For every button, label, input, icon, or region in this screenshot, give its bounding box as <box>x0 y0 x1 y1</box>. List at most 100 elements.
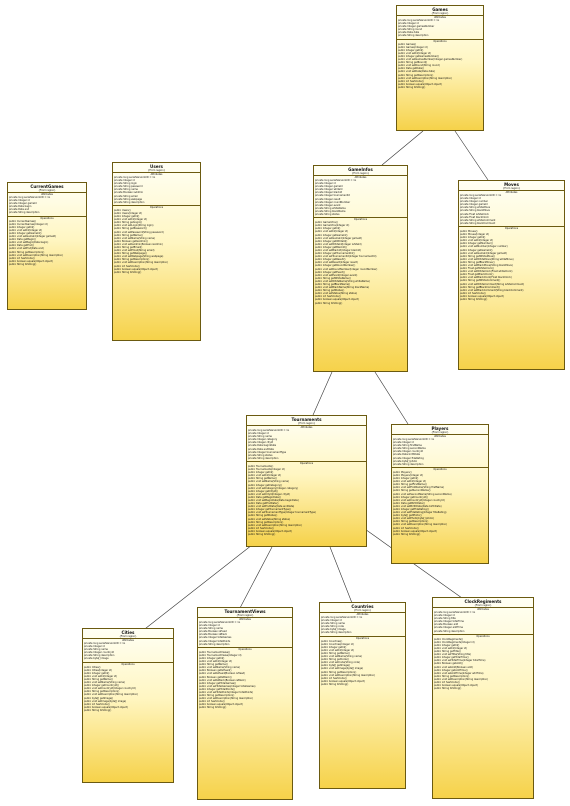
attribute-line: private long serialVersionUID = 1L <box>321 616 363 619</box>
operation-line: public String getTitle() <box>434 650 461 654</box>
attribute-line: private long serialVersionUID = 1L <box>460 194 502 197</box>
class-stereotype: {From region} <box>353 609 372 612</box>
operation-line: public Tournaments() <box>248 464 274 468</box>
operation-line: public String getDescription() <box>84 690 120 694</box>
operation-line: public Integer getFideRating() <box>393 507 429 511</box>
class-header: Moves{From region} <box>459 181 564 191</box>
operation-line: public int hashCode() <box>315 295 341 299</box>
operation-line: public void setNumber(Integer number) <box>460 245 508 249</box>
operation-line: public Users() <box>114 208 131 212</box>
attribute-line: private byte[] photo <box>393 459 418 463</box>
attribute-line: private long serialVersionUID = 1L <box>9 196 51 199</box>
operation-line: public boolean equals(Object object) <box>434 684 478 688</box>
operation-line: public void setTotalGames(Integer totalG… <box>199 684 256 688</box>
attribute-line: private String whiteName <box>315 206 346 210</box>
operation-line: public String getEmail() <box>114 245 143 249</box>
class-header: Cities{From region} <box>83 629 173 639</box>
attribute-line: private Date beginDate <box>248 444 277 448</box>
attribute-line: private Float whiteClock <box>460 212 489 216</box>
attribute-line: private long serialVersionUID = 1L <box>393 438 435 441</box>
attribute-line: private String email <box>114 194 138 198</box>
attribute-line: private String round <box>398 28 423 32</box>
operation-line: public Integer getCountryId() <box>393 495 428 499</box>
operation-line: public Integer getCityId() <box>248 489 279 493</box>
operation-line: public Integer getGameId() <box>460 248 493 252</box>
operation-line: public void setId(Integer id) <box>199 660 233 664</box>
class-name: Games <box>432 7 448 12</box>
operation-line: public boolean equals(Object object) <box>315 298 359 302</box>
operation-line: public void setId(Integer id) <box>393 480 427 484</box>
association-gameinfos-tournaments <box>312 371 333 416</box>
attributes-label: Attributes <box>477 608 489 611</box>
attribute-line: private Integer totalTime <box>434 620 464 624</box>
operation-line: public Users(Integer id) <box>114 211 143 215</box>
operation-line: public String getPassword() <box>114 227 147 231</box>
operation-line: public GameInfos() <box>315 221 338 225</box>
class-header: Users{From region} <box>113 163 200 173</box>
operation-line: public Date getDate() <box>398 67 424 71</box>
operation-line: public void setCityId(Integer cityId) <box>248 492 291 496</box>
operation-line: public String getFirstName() <box>393 483 427 487</box>
operation-line: public void setGamesNumber(Integer games… <box>398 58 463 62</box>
operation-line: public void setName(String name) <box>114 236 156 240</box>
operation-line: public boolean equals(Object object) <box>248 529 292 533</box>
operations-label: Operations <box>355 636 370 640</box>
operation-line: public void setIsBlack(Boolean isBlack) <box>199 678 246 682</box>
class-header: Players{From region} <box>392 425 488 435</box>
attribute-line: private Integer roundNumber <box>315 200 351 204</box>
operation-line: public void setId(Integer id) <box>9 228 43 232</box>
attributes-label: Attributes <box>356 613 369 616</box>
class-name: Users <box>150 164 163 169</box>
operations-label: Operations <box>504 226 519 230</box>
attribute-line: private Integer id <box>398 22 419 26</box>
operation-line: public void setGameId(Integer gameId) <box>315 236 362 240</box>
operation-line: public String getDescription() <box>9 250 45 254</box>
operation-line: public void setCode(String code) <box>321 661 361 665</box>
operation-line: public Integer getId() <box>393 477 419 481</box>
class-name: Players <box>431 426 449 431</box>
operation-line: public Boolean getIsAdmin() <box>114 239 148 243</box>
attribute-line: private Boolean isHead <box>199 630 227 634</box>
attribute-line: private String description <box>393 462 424 466</box>
operation-line: public boolean equals(Object object) <box>114 267 158 271</box>
operation-line: public void setName(String name) <box>248 480 290 484</box>
operation-line: public void setBegin(Date begin) <box>9 241 49 245</box>
operation-line: public void setBeginDate(Date beginDate) <box>248 498 299 502</box>
attribute-line: private Integer gameId <box>460 203 488 207</box>
operation-line: public void setCountryId(Integer country… <box>84 687 136 691</box>
operation-line: public String toString() <box>434 687 462 691</box>
operation-line: public Integer getResult() <box>315 258 346 262</box>
attribute-line: private Integer blackId <box>315 191 343 195</box>
operation-line: public Integer getEvent() <box>315 270 345 274</box>
operation-line: public void setBlackName(String blackNam… <box>315 286 370 290</box>
attribute-line: private String description <box>321 631 352 635</box>
attribute-line: private Integer result <box>315 197 341 201</box>
operation-line: public String toString() <box>398 85 426 89</box>
operation-line: public void setId(Integer id) <box>434 646 468 650</box>
operation-line: public byte[] getImage() <box>321 664 351 668</box>
association-gameinfos-players <box>374 371 409 425</box>
operation-line: public String getStatus() <box>248 514 278 518</box>
attributes-label: Attributes <box>150 173 163 176</box>
attribute-line: private String password <box>114 185 143 189</box>
class-header: Countries{From region} <box>320 603 405 613</box>
operation-line: public Moves(Integer id) <box>460 233 490 237</box>
